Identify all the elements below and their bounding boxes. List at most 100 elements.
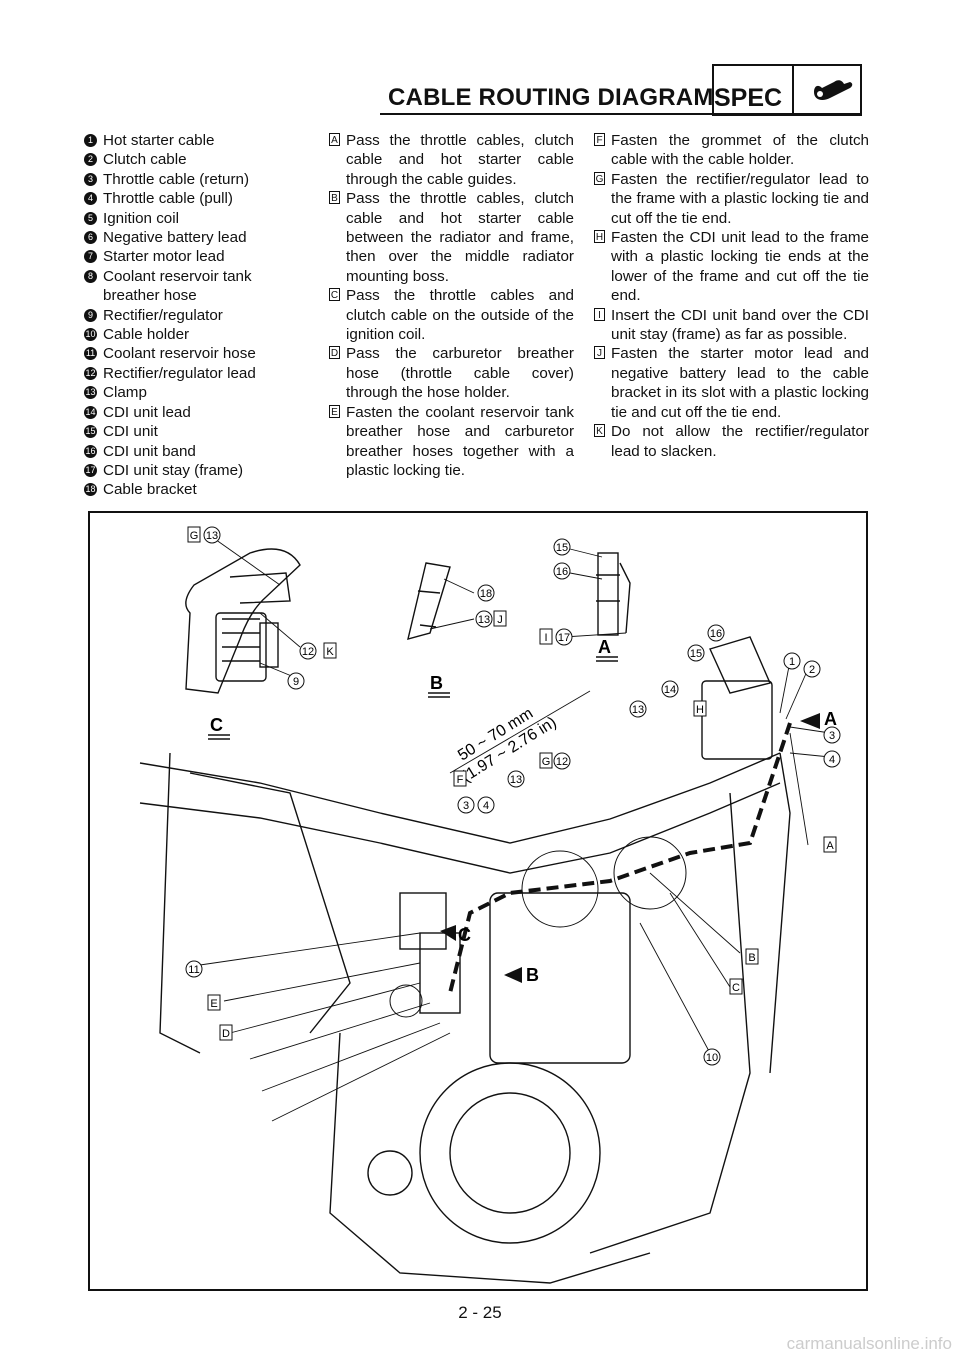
callout-number: 3 xyxy=(823,726,841,744)
part-number-badge: 8 xyxy=(84,269,97,283)
svg-text:G: G xyxy=(190,530,199,542)
part-number-badge: 5 xyxy=(84,211,97,225)
item-text: CDI unit lead xyxy=(103,403,191,421)
svg-text:11: 11 xyxy=(188,964,199,976)
svg-text:1: 1 xyxy=(789,656,795,668)
callout-number: 16 xyxy=(553,562,571,580)
svg-text:3: 3 xyxy=(829,730,835,742)
part-number-badge: 18 xyxy=(84,483,97,497)
spec-divider xyxy=(792,64,794,116)
svg-text:F: F xyxy=(457,774,464,786)
item-text: Coolant reservoir tank breather hose xyxy=(103,267,252,305)
item-text: Fasten the rectifier/regulator lead to t… xyxy=(611,170,869,227)
item-text: Negative battery lead xyxy=(103,229,247,247)
svg-text:4: 4 xyxy=(829,754,835,766)
callout-number: 1 xyxy=(783,652,801,670)
item-text: Cable bracket xyxy=(103,481,197,499)
callout-number: 13 xyxy=(507,770,525,788)
svg-text:13: 13 xyxy=(478,614,490,626)
note-letter-badge: K xyxy=(594,424,605,438)
part-number-badge: 7 xyxy=(84,250,97,264)
arrow-label-a: A xyxy=(824,709,837,729)
part-number-badge: 11 xyxy=(84,347,97,361)
engine xyxy=(367,892,631,1244)
footer-watermark: carmanualsonline.info xyxy=(786,1334,952,1353)
callout-letter: A xyxy=(823,836,837,853)
part-item: 8 Coolant reservoir tank breather hose xyxy=(84,267,284,306)
item-text: Coolant reservoir hose xyxy=(103,345,256,363)
callout-letter: F xyxy=(453,770,467,787)
callout-letter: E xyxy=(207,994,221,1011)
part-number-badge: 1 xyxy=(84,134,97,147)
item-text: Fasten the CDI unit lead to the frame wi… xyxy=(611,229,869,305)
callout-letter: G xyxy=(539,752,553,769)
note-item: B Pass the throttle cables, clutch cable … xyxy=(329,189,574,286)
cdi-unit xyxy=(701,636,773,760)
callout-letter: I xyxy=(539,628,553,645)
wrench-icon xyxy=(814,80,853,100)
part-item: 11 Coolant reservoir hose xyxy=(84,344,284,363)
svg-text:16: 16 xyxy=(710,628,722,640)
detail-a-inset xyxy=(596,552,631,636)
part-number-badge: 12 xyxy=(84,366,97,380)
svg-text:H: H xyxy=(696,704,704,716)
part-item: 2 Clutch cable xyxy=(84,150,284,169)
arrow-label-c: C xyxy=(458,925,471,945)
callout-letter: D xyxy=(219,1024,233,1041)
svg-text:16: 16 xyxy=(556,566,568,578)
item-text: Starter motor lead xyxy=(103,248,225,266)
callout-letter: K xyxy=(323,642,337,659)
note-letter-badge: I xyxy=(594,307,605,321)
svg-text:15: 15 xyxy=(690,648,702,660)
svg-text:9: 9 xyxy=(293,676,299,688)
item-text: Fasten the coolant reservoir tank breath… xyxy=(346,403,574,479)
part-number-badge: 10 xyxy=(84,328,97,342)
svg-text:10: 10 xyxy=(706,1052,718,1064)
item-text: Clutch cable xyxy=(103,151,187,169)
callout-letter: C xyxy=(729,978,743,995)
part-number-badge: 15 xyxy=(84,425,97,439)
part-item: 14 CDI unit lead xyxy=(84,403,284,422)
spec-label: SPEC xyxy=(714,84,783,112)
callout-number: 12 xyxy=(553,752,571,770)
note-letter-badge: A xyxy=(329,133,340,146)
callout-number: 11 xyxy=(185,960,203,978)
frame-outline xyxy=(139,752,791,1284)
callout-letter: G xyxy=(187,526,201,543)
svg-text:G: G xyxy=(542,756,551,768)
svg-text:B: B xyxy=(748,952,755,964)
callout-number: 9 xyxy=(287,672,305,690)
svg-text:A: A xyxy=(826,840,834,852)
part-number-badge: 2 xyxy=(84,153,97,167)
part-number-badge: 14 xyxy=(84,405,97,419)
item-text: Pass the carburetor breather hose (throt… xyxy=(346,345,574,402)
detail-b-inset xyxy=(407,562,451,640)
item-text: CDI unit band xyxy=(103,442,196,460)
svg-text:17: 17 xyxy=(558,632,570,644)
detail-label-c: C xyxy=(210,715,223,735)
item-text: Pass the throttle cables, clutch cable a… xyxy=(346,190,574,285)
note-letter-badge: D xyxy=(329,346,340,360)
part-number-badge: 4 xyxy=(84,192,97,206)
page-number: 2 - 25 xyxy=(458,1303,502,1322)
callout-letter: J xyxy=(493,610,507,627)
note-letter-badge: B xyxy=(329,191,340,205)
svg-text:13: 13 xyxy=(632,704,644,716)
callout-number: 2 xyxy=(803,660,821,678)
note-letter-badge: C xyxy=(329,288,340,302)
svg-text:13: 13 xyxy=(510,774,522,786)
svg-text:18: 18 xyxy=(480,588,492,600)
